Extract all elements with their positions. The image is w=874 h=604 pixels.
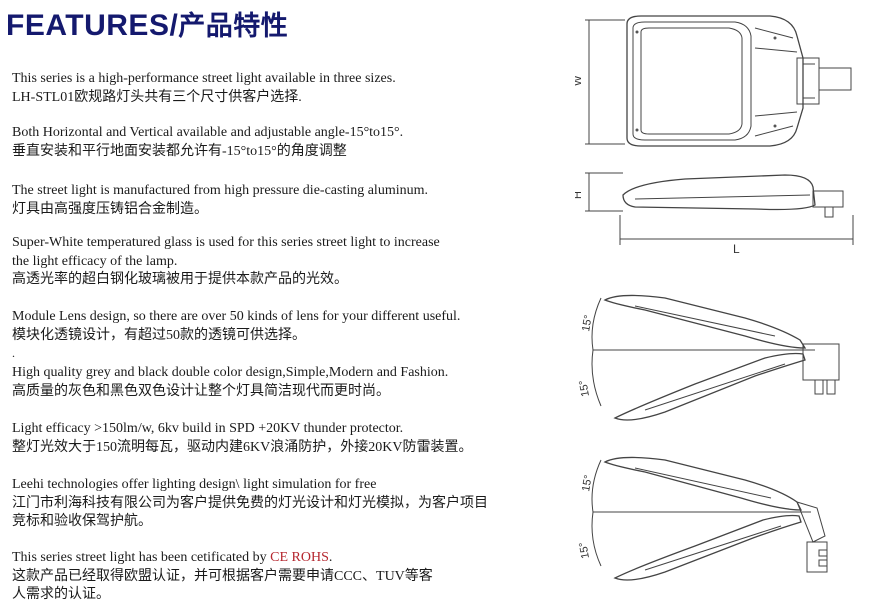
tilt-1-angle-top: 15° [580,314,595,332]
page-title-zh: 产品特性 [178,11,289,41]
feature-text-zh: 人需求的认证。 [12,587,110,602]
feature-efficacy: Light efficacy >150lm/w, 6kv build in SP… [12,420,572,457]
feature-text-en: Light efficacy >150lm/w, 6kv build in SP… [12,421,404,436]
page-title-en: FEATURES/ [6,9,179,42]
drawing-tilt-view-1: 15° 15° [575,288,865,428]
feature-text-zh: 整灯光效大于150流明每瓦，驱动内建6KV浪涌防护，外接20KV防雷装置。 [12,439,473,455]
feature-text-zh: 竞标和验收保驾护航。 [12,514,152,529]
top-view-svg: W [575,15,852,147]
side-view-svg: H L [575,172,854,255]
dimension-w-label: W [575,75,584,86]
feature-text-en: This series street light has been cetifi… [12,549,572,568]
tilt-view-2-svg: 15° 15° [577,456,828,581]
feature-text-en: Module Lens design, so there are over 50… [12,309,461,324]
tilt-2-angle-top: 15° [580,474,595,492]
feature-material: The street light is manufactured from hi… [12,182,572,219]
feature-text-zh: 高透光率的超白钢化玻璃被用于提供本款产品的光效。 [12,272,348,287]
feature-lighting-design: Leehi technologies offer lighting design… [12,476,572,532]
feature-text-en: Leehi technologies offer lighting design… [12,477,377,492]
feature-lens: Module Lens design, so there are over 50… [12,308,572,345]
separator-dot: . [12,346,15,360]
feature-sizes: This series is a high-performance street… [12,70,572,107]
feature-text-en: Super-White temperatured glass is used f… [12,235,440,250]
feature-text-zh: 垂直安装和平行地面安装都允许有-15°to15°的角度调整 [12,143,347,159]
feature-text-en: Both Horizontal and Vertical available a… [12,125,404,140]
dimension-h-label: H [575,191,584,199]
feature-text-en: The street light is manufactured from hi… [12,183,428,198]
dimension-l-label: L [733,242,740,255]
tilt-view-1-svg: 15° 15° [577,294,840,421]
tilt-2-angle-bottom: 15° [577,541,592,559]
feature-text-en: This series is a high-performance street… [12,71,396,86]
feature-certification: This series street light has been cetifi… [12,549,572,604]
feature-text-zh: 灯具由高强度压铸铝合金制造。 [12,201,208,217]
feature-text-zh: 高质量的灰色和黑色双色设计让整个灯具简洁现代而更时尚。 [12,383,390,399]
drawing-side-view: H L [575,165,865,255]
cert-suffix: . [328,550,333,565]
cert-highlight: CE ROHS [270,550,329,565]
feature-text-zh: 模块化透镜设计，有超过50款的透镜可供选择。 [12,327,306,343]
tilt-1-angle-bottom: 15° [577,379,592,397]
feature-glass: Super-White temperatured glass is used f… [12,234,572,290]
feature-design: High quality grey and black double color… [12,364,572,401]
feature-angle: Both Horizontal and Vertical available a… [12,124,572,161]
feature-text-zh: LH-STL01欧规路灯头共有三个尺寸供客户选择. [12,89,302,105]
page-title: FEATURES/产品特性 [6,4,288,44]
drawing-top-view: W [575,8,865,158]
feature-text-zh: 这款产品已经取得欧盟认证，并可根据客户需要申请CCC、TUV等客 [12,568,433,584]
cert-prefix: This series street light has been cetifi… [12,550,271,565]
feature-text-zh: 江门市利海科技有限公司为客户提供免费的灯光设计和灯光模拟，为客户项目 [12,495,488,511]
drawing-tilt-view-2: 15° 15° [575,446,865,586]
feature-text-en: High quality grey and black double color… [12,365,449,380]
feature-text-en: the light efficacy of the lamp. [12,253,178,269]
